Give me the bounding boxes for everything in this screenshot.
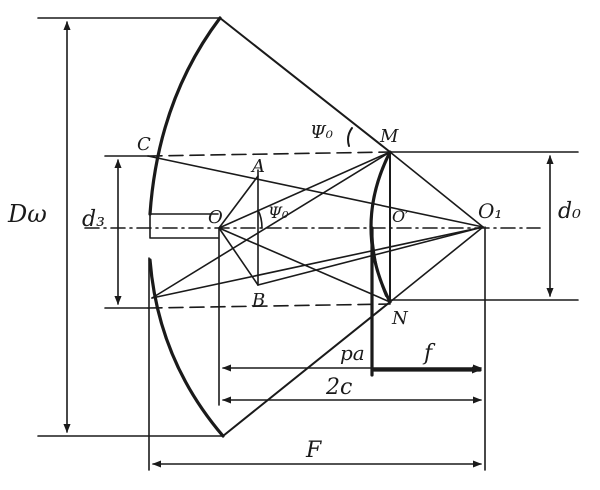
label-a: A [250,156,265,177]
main-reflector-lower-arc [148,258,225,438]
dashed-line-c-to-m [147,151,391,157]
label-m: M [379,126,399,147]
line-o-to-b [218,227,259,286]
ray-top-edge-to-m [219,17,391,153]
label-o1: O₁ [478,199,502,223]
ray-lower-left-to-o1 [151,226,484,299]
label-o-prime: O′ [392,207,409,226]
label-psi0-center: Ψ₀ [268,203,289,222]
label-dw: Dω [7,200,47,228]
ray-lower-left-to-m [151,151,391,299]
label-psi0-top: Ψ₀ [310,122,333,143]
line-m-to-o1 [389,151,484,228]
label-o: O [208,207,223,228]
label-two-c: 2c [325,375,352,400]
feed-stub [149,213,219,239]
psi0-angle-arc-top [347,127,353,147]
label-d0: d₀ [558,199,581,224]
label-pa: pa [340,341,365,365]
line-n-to-o1 [389,226,484,303]
label-c: C [137,134,151,155]
dashed-line-to-n [147,303,391,309]
label-b: B [251,290,265,311]
ray-c-to-o1 [147,155,484,228]
ray-bottom-edge-to-n [222,301,391,437]
label-d3: d₃ [82,207,105,232]
label-n: N [391,308,409,329]
label-f: f [422,341,436,366]
line-o-to-a [218,175,259,229]
main-reflector-upper-arc [148,16,222,216]
label-big-f: F [305,438,322,463]
psi0-angle-arc-center [257,209,263,229]
line-o-to-m [218,151,391,229]
